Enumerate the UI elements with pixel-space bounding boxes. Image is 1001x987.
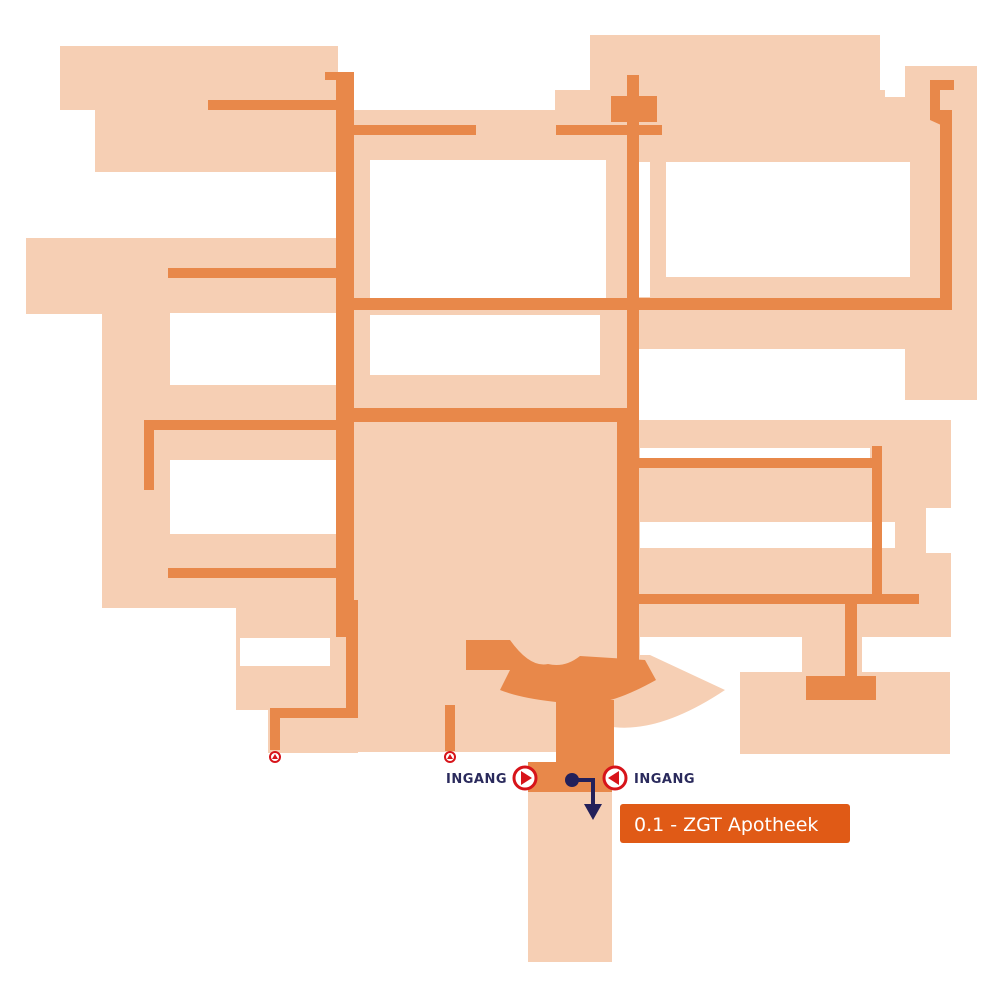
entrance-left-arrow-icon xyxy=(512,765,538,791)
destination-label-text: 0.1 - ZGT Apotheek xyxy=(634,814,818,836)
entrance-right[interactable]: INGANG xyxy=(602,765,695,791)
route-arrow-icon xyxy=(584,804,602,820)
minor-entrance-markers xyxy=(269,751,456,763)
entrance-left-label: INGANG xyxy=(446,772,507,787)
destination-label[interactable]: 0.1 - ZGT Apotheek xyxy=(620,804,850,843)
entrance-right-label: INGANG xyxy=(634,772,695,787)
minor-entrance-center-icon[interactable] xyxy=(444,751,456,763)
entrance-left[interactable]: INGANG xyxy=(446,765,538,791)
route-path xyxy=(565,773,602,820)
entrance-right-arrow-icon xyxy=(602,765,628,791)
minor-entrance-west-icon[interactable] xyxy=(269,751,281,763)
corridor-network xyxy=(144,72,954,792)
